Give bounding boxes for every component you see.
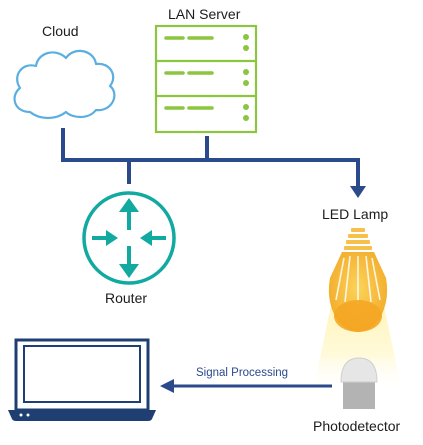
photodetector-label: Photodetector xyxy=(313,418,401,434)
lan-server-label: LAN Server xyxy=(168,6,241,22)
signal-processing-label: Signal Processing xyxy=(196,367,289,379)
router-icon xyxy=(82,191,176,285)
lamp-arrow-head xyxy=(350,186,366,198)
cloud-icon xyxy=(13,49,116,120)
network-bus xyxy=(61,128,360,188)
router-label: Router xyxy=(105,290,148,306)
photodetector-icon xyxy=(340,357,378,409)
cloud-label: Cloud xyxy=(42,23,79,39)
server-rack-icon xyxy=(154,24,258,134)
light-bulb-icon xyxy=(328,228,388,332)
signal-processing-arrow xyxy=(160,379,332,393)
laptop-icon xyxy=(8,338,156,421)
led-lamp-label: LED Lamp xyxy=(322,206,389,222)
